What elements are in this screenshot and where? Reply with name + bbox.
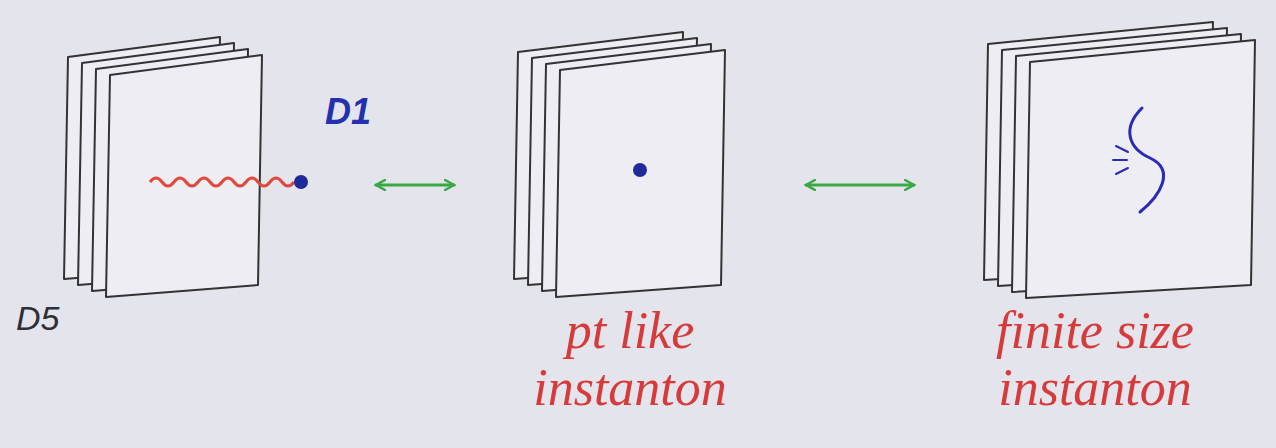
brane-sheet — [556, 50, 725, 297]
brane-stack: D5 — [10, 20, 370, 343]
point-instanton — [634, 164, 646, 176]
brane-stack: pt like instanton — [460, 20, 800, 422]
node-label: pt like instanton — [500, 302, 760, 416]
equivalence-arrow — [376, 184, 454, 187]
brane-label: D1 — [325, 92, 371, 132]
node-label: finite size instanton — [935, 302, 1255, 416]
string-wavy — [150, 178, 294, 186]
equivalence-arrow — [806, 184, 914, 187]
brane-stack: finite size instanton — [920, 20, 1270, 422]
instanton-rays — [1113, 146, 1128, 174]
brane-sheet — [1026, 40, 1255, 298]
instanton-profile — [1130, 108, 1164, 212]
brane-sheet — [106, 55, 262, 297]
d1-dot — [295, 176, 307, 188]
node-label: D5 — [16, 300, 356, 337]
